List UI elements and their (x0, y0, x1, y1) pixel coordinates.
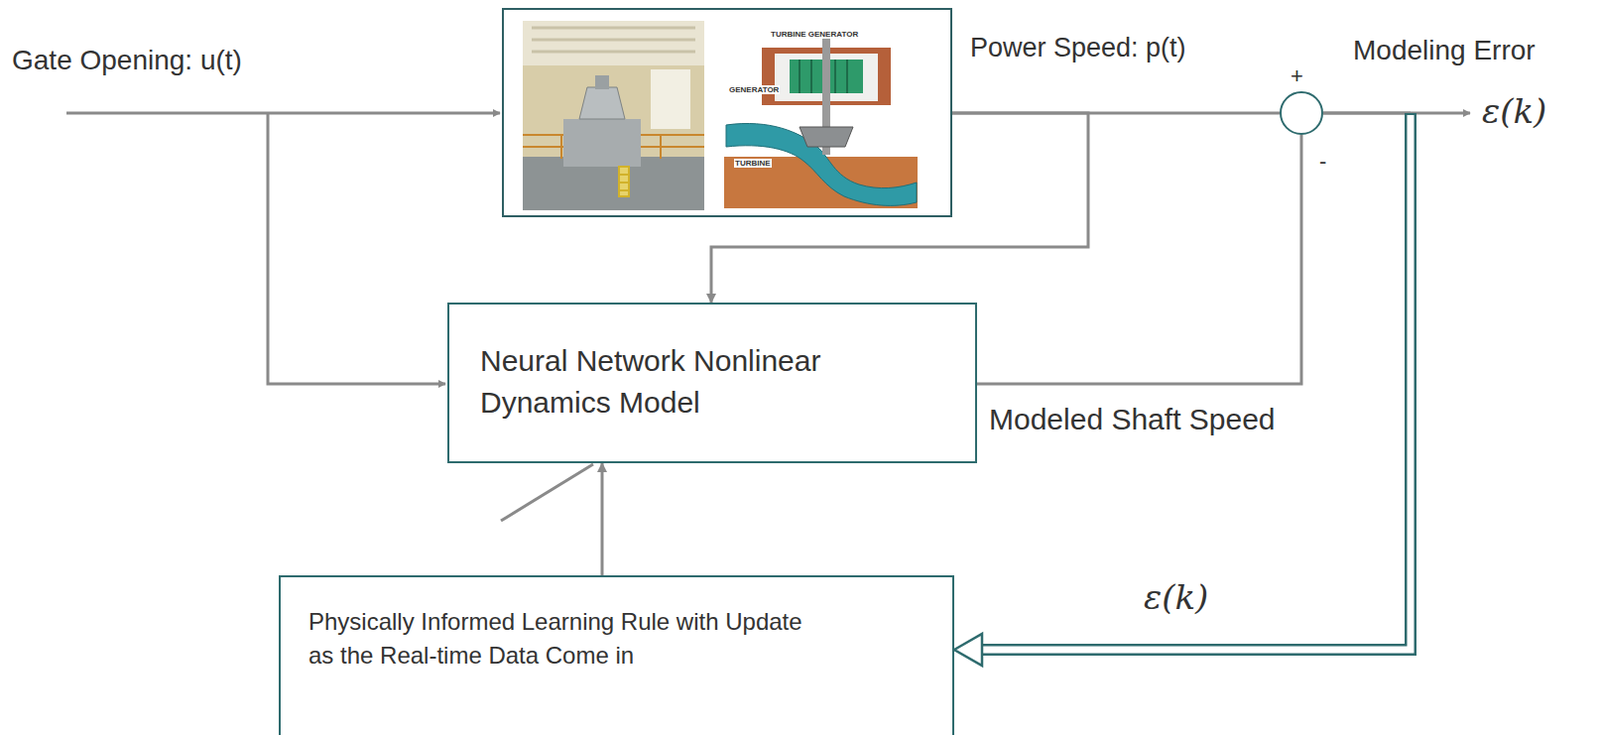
summing-junction: +- (1279, 91, 1324, 135)
schematic-penstock (726, 123, 917, 207)
part-label: TURBINE GENERATOR (769, 29, 860, 39)
sign-label: - (1319, 148, 1327, 175)
output-signal-label: Power Speed: p(t) (970, 32, 1187, 64)
hollow-arrowhead (954, 633, 983, 666)
input-branch-wire (267, 113, 446, 384)
adaptation-slash (500, 464, 594, 521)
photo-ceiling (522, 20, 705, 66)
photo-wall (522, 20, 705, 211)
edge-label: ε(k) (1140, 577, 1212, 617)
model-output-label: Modeled Shaft Speed (988, 402, 1276, 437)
photo-stairs (618, 166, 629, 197)
photo-window (650, 69, 691, 129)
connector-line (1323, 112, 1411, 116)
sign-label: + (1290, 63, 1304, 90)
part-label: GENERATOR (728, 85, 780, 95)
input-signal-label: Gate Opening: u(t) (11, 44, 243, 77)
box-title: Neural Network Nonlinear Dynamics Model (480, 340, 858, 424)
process-box: Physically Informed Learning Rule with U… (278, 575, 955, 735)
part-label: TURBINE (734, 158, 772, 168)
error-output-wire (1323, 112, 1471, 116)
input-wire (66, 112, 500, 116)
error-title-label: Modeling Error (1353, 34, 1536, 67)
connector (602, 463, 604, 576)
connector (954, 113, 1411, 666)
photo-machine-top (579, 87, 625, 120)
schematic-turbine (799, 126, 854, 147)
turbine-generator-illustration (501, 7, 953, 218)
photo-machine-base (563, 119, 641, 167)
process-box: Neural Network Nonlinear Dynamics Model (447, 302, 978, 464)
connector-line (977, 134, 1302, 384)
photo-ceiling-beams (531, 27, 696, 52)
connector (977, 134, 1302, 384)
connector-line (601, 463, 605, 576)
error-symbol-label: ε(k) (1481, 91, 1547, 131)
photo-machine-cap (595, 75, 610, 90)
double-arrow-inner (981, 115, 1411, 650)
plant-image-box: TURBINE GENERATOR GENERATOR TURBINE (501, 7, 953, 218)
box-title: Physically Informed Learning Rule with U… (308, 605, 825, 673)
double-arrow-outline (980, 113, 1411, 650)
